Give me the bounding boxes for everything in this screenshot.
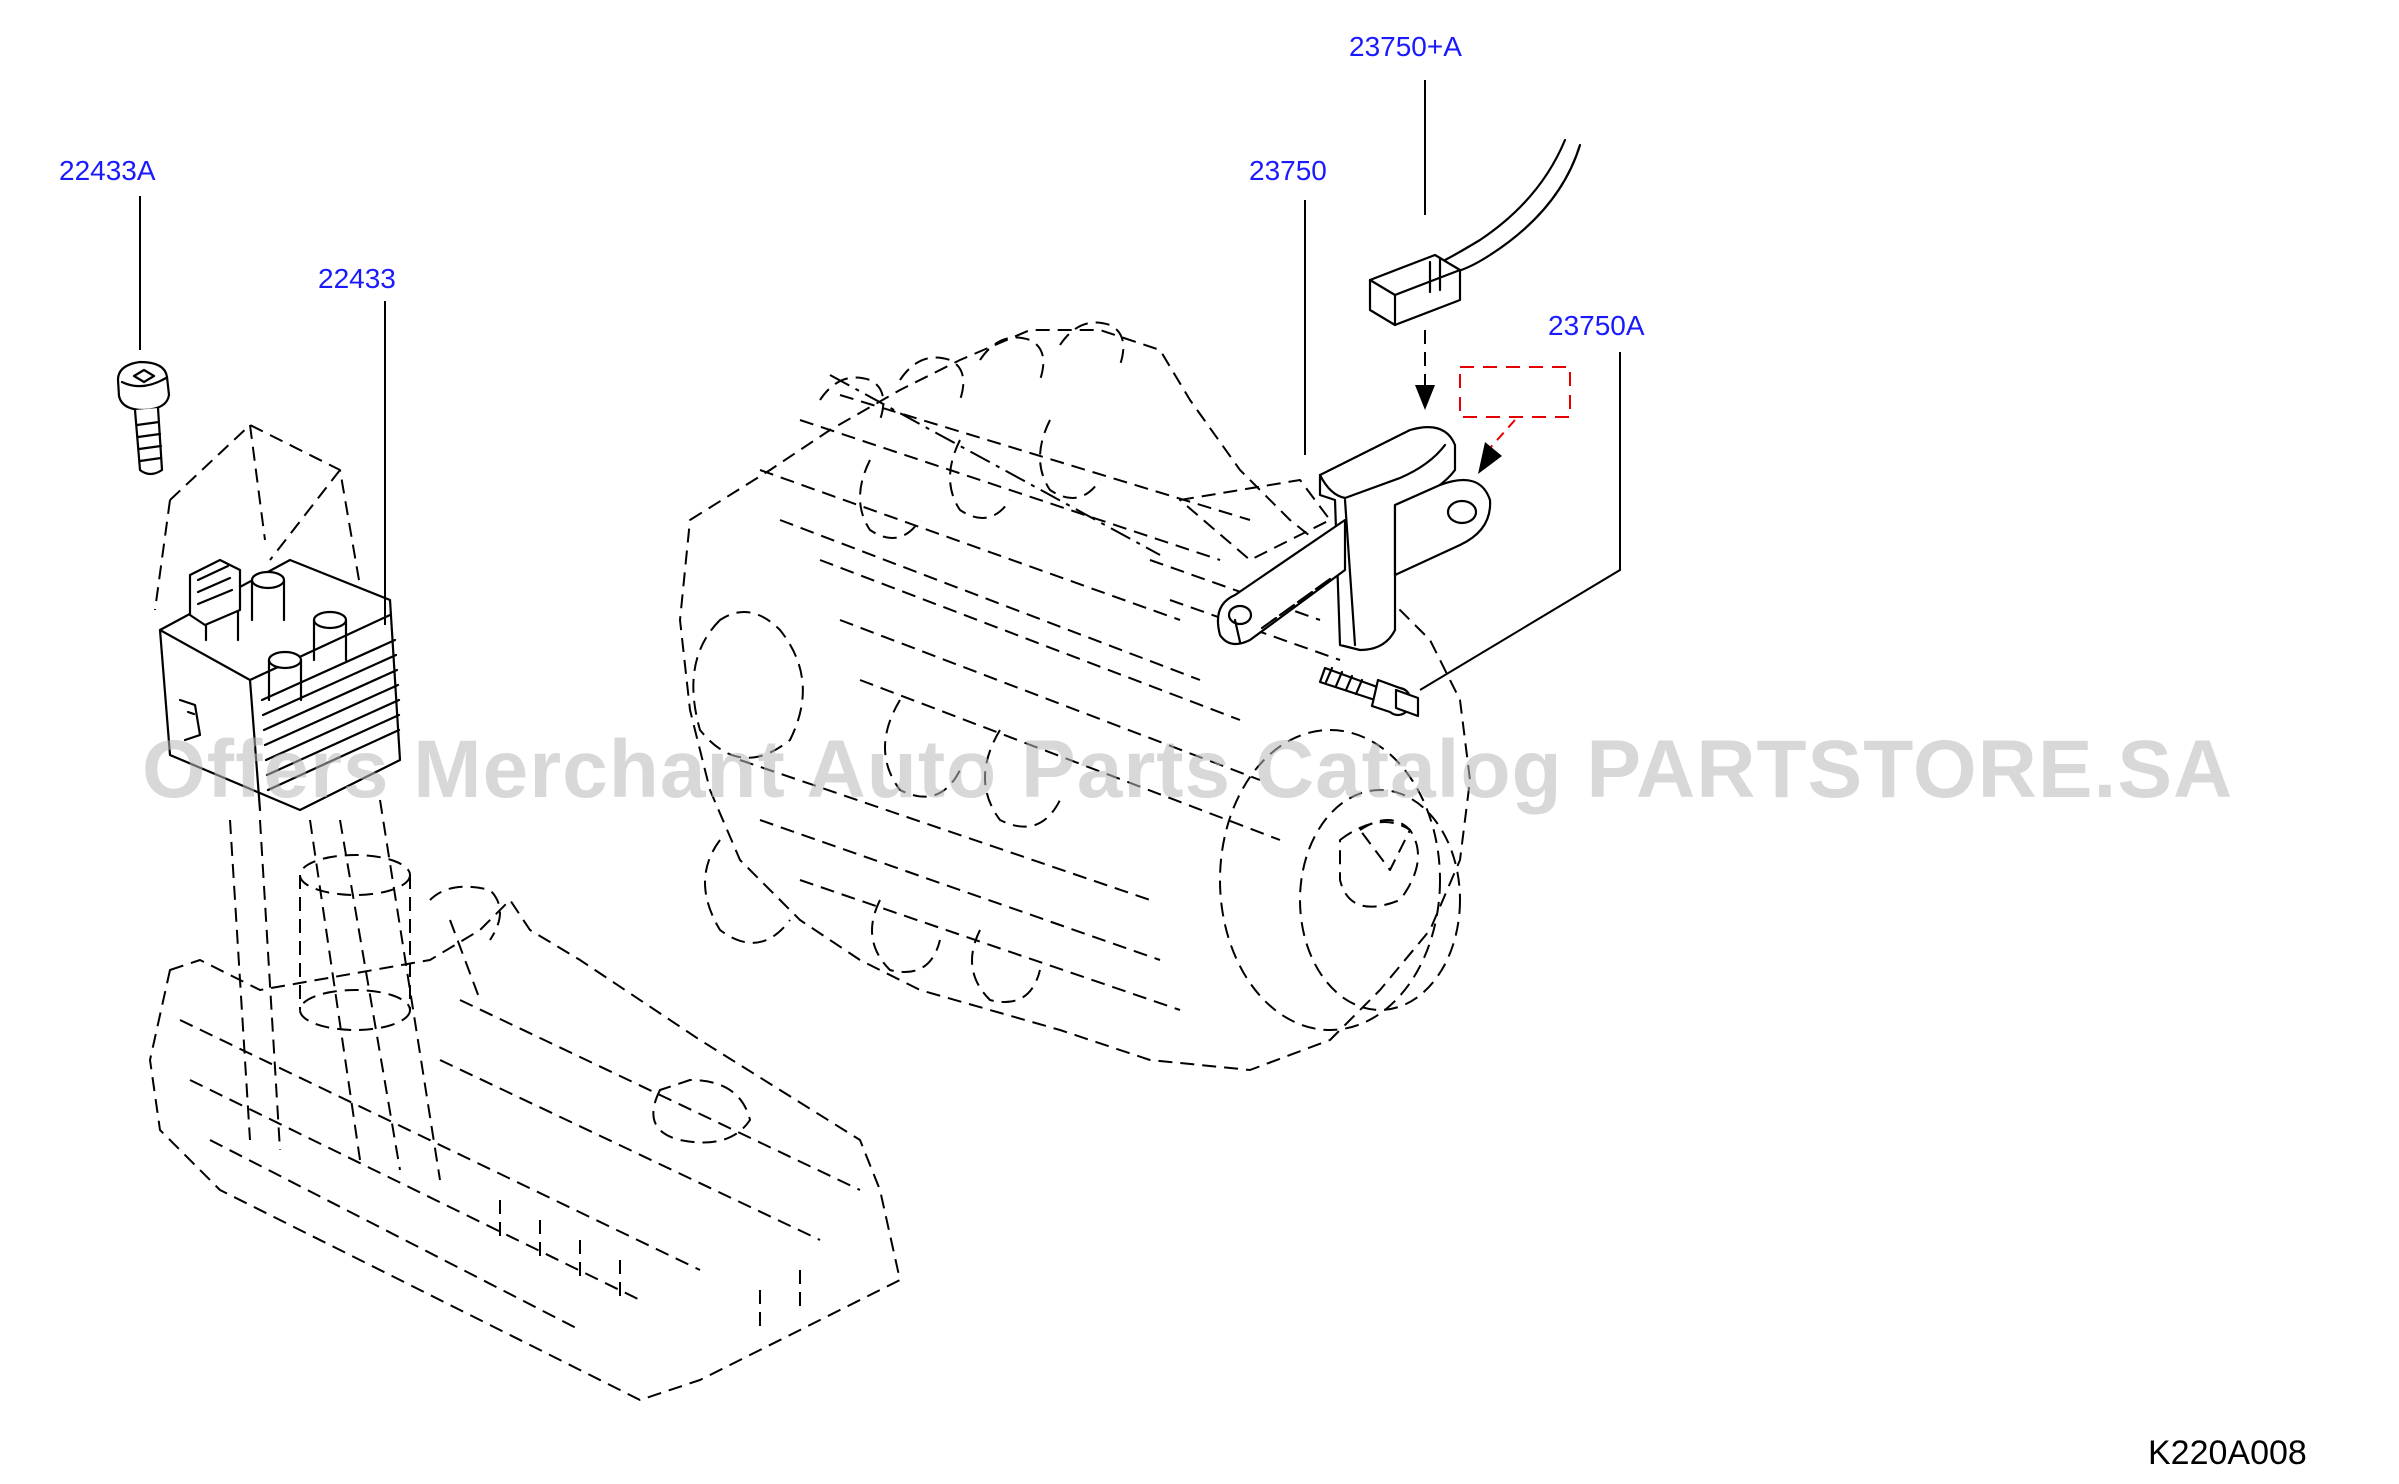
bolt-22433A[interactable] (116, 360, 171, 476)
engine-centerline (829, 374, 1161, 556)
figure-code: K220A008 (2148, 1434, 2307, 1472)
harness-connector-23750-plus-a[interactable] (1368, 138, 1582, 327)
ignition-coil-22433[interactable] (154, 424, 402, 812)
bolt-23750A[interactable] (1318, 666, 1420, 718)
coil-mount-tube-outline (229, 799, 441, 1181)
oil-pan-outline (149, 885, 901, 1401)
leader-lines (139, 80, 1621, 691)
highlight-box[interactable] (1459, 366, 1571, 474)
engine-block-outline (679, 321, 1471, 1071)
callout-23750[interactable]: 23750 (1249, 155, 1327, 186)
callout-23750-plus-a[interactable]: 23750+A (1349, 31, 1462, 62)
callout-22433A[interactable]: 22433A (59, 155, 156, 186)
callout-23750A[interactable]: 23750A (1548, 310, 1645, 341)
assembly-arrow (1415, 330, 1435, 410)
watermark: Offers Merchant Auto Parts Catalog PARTS… (142, 724, 2233, 815)
callout-22433[interactable]: 22433 (318, 263, 396, 294)
sensor-bracket-23750[interactable] (1216, 426, 1492, 652)
